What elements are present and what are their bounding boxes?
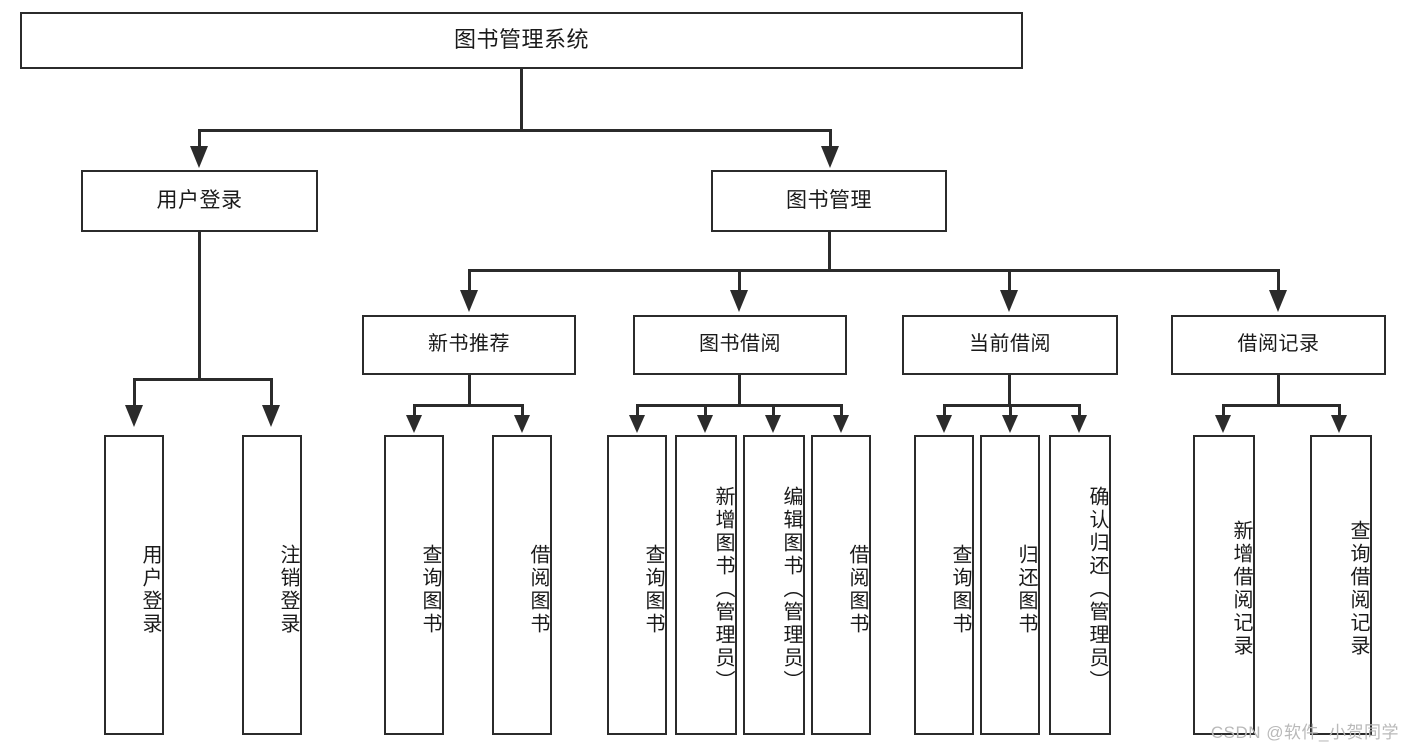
connector-nb-to-leaf-1 [413, 404, 416, 418]
arrowhead-user-login-to-leaf-1 [125, 405, 143, 427]
connector-br-to-leaf-1 [1222, 404, 1225, 418]
leaf-query-book-2[interactable]: 查询图书 [607, 435, 667, 735]
arrowhead-bb-to-leaf-3 [765, 415, 781, 433]
connector-root-bar [198, 129, 832, 132]
node-user-login[interactable]: 用户登录 [81, 170, 318, 232]
arrowhead-bm-to-borrow-record [1269, 290, 1287, 312]
connector-book-management-bar [468, 269, 1280, 272]
connector-borrow-record-stem [1277, 375, 1280, 407]
connector-new-book-stem [468, 375, 471, 407]
arrowhead-cb-to-leaf-1 [936, 415, 952, 433]
connector-bm-to-borrow-record [1277, 269, 1280, 293]
connector-user-login-to-leaf-1 [133, 378, 136, 410]
arrowhead-bb-to-leaf-2 [697, 415, 713, 433]
connector-cb-to-leaf-1 [943, 404, 946, 418]
leaf-logout-login[interactable]: 注销登录 [242, 435, 302, 735]
arrowhead-bm-to-book-borrow [730, 290, 748, 312]
leaf-add-borrow-record[interactable]: 新增借阅记录 [1193, 435, 1255, 735]
arrowhead-bm-to-current-borrow [1000, 290, 1018, 312]
leaf-query-book-1[interactable]: 查询图书 [384, 435, 444, 735]
node-current-borrow[interactable]: 当前借阅 [902, 315, 1118, 375]
arrowhead-cb-to-leaf-2 [1002, 415, 1018, 433]
connector-user-login-stem [198, 232, 201, 380]
arrowhead-root-to-user-login [190, 146, 208, 168]
connector-root-to-book-management [829, 129, 832, 151]
connector-bb-to-leaf-4 [840, 404, 843, 418]
arrowhead-br-to-leaf-2 [1331, 415, 1347, 433]
leaf-add-book[interactable]: 新增图书（管理员） [675, 435, 737, 735]
connector-user-login-bar [133, 378, 272, 381]
connector-bb-to-leaf-3 [772, 404, 775, 418]
leaf-return-book[interactable]: 归还图书 [980, 435, 1040, 735]
arrowhead-bb-to-leaf-1 [629, 415, 645, 433]
node-book-management[interactable]: 图书管理 [711, 170, 947, 232]
arrowhead-user-login-to-leaf-2 [262, 405, 280, 427]
connector-root-stem [520, 69, 523, 131]
node-book-borrow[interactable]: 图书借阅 [633, 315, 847, 375]
connector-borrow-record-bar [1222, 404, 1340, 407]
arrowhead-bm-to-new-book [460, 290, 478, 312]
node-new-book-recommend[interactable]: 新书推荐 [362, 315, 576, 375]
connector-root-to-user-login [198, 129, 201, 151]
arrowhead-br-to-leaf-1 [1215, 415, 1231, 433]
node-borrow-record[interactable]: 借阅记录 [1171, 315, 1386, 375]
leaf-query-book-3[interactable]: 查询图书 [914, 435, 974, 735]
connector-bm-to-book-borrow [738, 269, 741, 293]
csdn-watermark: CSDN @软件_小贺同学 [1210, 723, 1399, 742]
connector-current-borrow-stem [1008, 375, 1011, 407]
node-root-book-management-system[interactable]: 图书管理系统 [20, 12, 1023, 69]
connector-new-book-bar [413, 404, 523, 407]
arrowhead-nb-to-leaf-1 [406, 415, 422, 433]
arrowhead-bb-to-leaf-4 [833, 415, 849, 433]
connector-bb-to-leaf-2 [704, 404, 707, 418]
connector-bm-to-new-book [468, 269, 471, 293]
leaf-borrow-book-1[interactable]: 借阅图书 [492, 435, 552, 735]
leaf-user-login[interactable]: 用户登录 [104, 435, 164, 735]
connector-bb-to-leaf-1 [636, 404, 639, 418]
connector-book-management-stem [828, 232, 831, 272]
arrowhead-root-to-book-management [821, 146, 839, 168]
connector-cb-to-leaf-2 [1009, 404, 1012, 418]
leaf-borrow-book-2[interactable]: 借阅图书 [811, 435, 871, 735]
connector-book-borrow-bar [636, 404, 842, 407]
connector-cb-to-leaf-3 [1078, 404, 1081, 418]
leaf-edit-book[interactable]: 编辑图书（管理员） [743, 435, 805, 735]
connector-nb-to-leaf-2 [521, 404, 524, 418]
connector-br-to-leaf-2 [1338, 404, 1341, 418]
connector-user-login-to-leaf-2 [270, 378, 273, 410]
connector-bm-to-current-borrow [1008, 269, 1011, 293]
leaf-confirm-return[interactable]: 确认归还（管理员） [1049, 435, 1111, 735]
arrowhead-cb-to-leaf-3 [1071, 415, 1087, 433]
arrowhead-nb-to-leaf-2 [514, 415, 530, 433]
leaf-query-borrow-record[interactable]: 查询借阅记录 [1310, 435, 1372, 735]
connector-book-borrow-stem [738, 375, 741, 407]
